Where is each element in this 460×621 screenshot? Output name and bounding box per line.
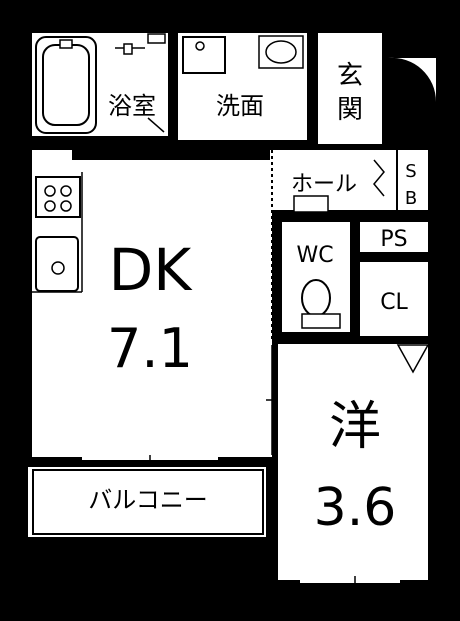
entrance-label-top: 玄	[337, 61, 363, 91]
closet: CL	[360, 262, 428, 336]
ps-label: PS	[380, 227, 407, 252]
washing-machine-icon	[195, 41, 205, 51]
shoe-box-label-b: B	[405, 188, 417, 209]
entrance-label-bottom: 関	[337, 95, 363, 125]
shoe-box-label-s: S	[405, 161, 416, 182]
western-label: 洋	[329, 397, 381, 457]
balcony-label: バルコニー	[88, 486, 208, 514]
sink-icon	[265, 40, 297, 64]
pipe-space: PS	[360, 222, 428, 252]
hall-label: ホール	[291, 172, 357, 197]
bath-room: 浴室	[32, 33, 168, 136]
stove-burner-icon	[44, 200, 56, 212]
entrance: 玄 関	[318, 33, 437, 144]
washroom-label: 洗面	[216, 92, 264, 120]
stove-burner-icon	[60, 185, 72, 197]
balcony: バルコニー	[28, 467, 266, 537]
dk-room: DK 7.1	[32, 150, 273, 468]
bath-label: 浴室	[108, 92, 156, 120]
western-size: 3.6	[314, 478, 397, 538]
shoe-box: S B	[398, 150, 428, 210]
sink-drain-icon	[51, 261, 65, 275]
stove-burner-icon	[44, 185, 56, 197]
washroom: 洗面	[178, 33, 307, 142]
cl-label: CL	[380, 290, 408, 315]
stove-burner-icon	[60, 200, 72, 212]
dk-size: 7.1	[107, 317, 193, 380]
western-room: 洋 3.6	[266, 344, 430, 590]
wc-room: WC	[282, 222, 350, 332]
dk-label: DK	[109, 236, 194, 304]
wc-label: WC	[296, 243, 333, 268]
hall: ホール	[270, 150, 396, 213]
